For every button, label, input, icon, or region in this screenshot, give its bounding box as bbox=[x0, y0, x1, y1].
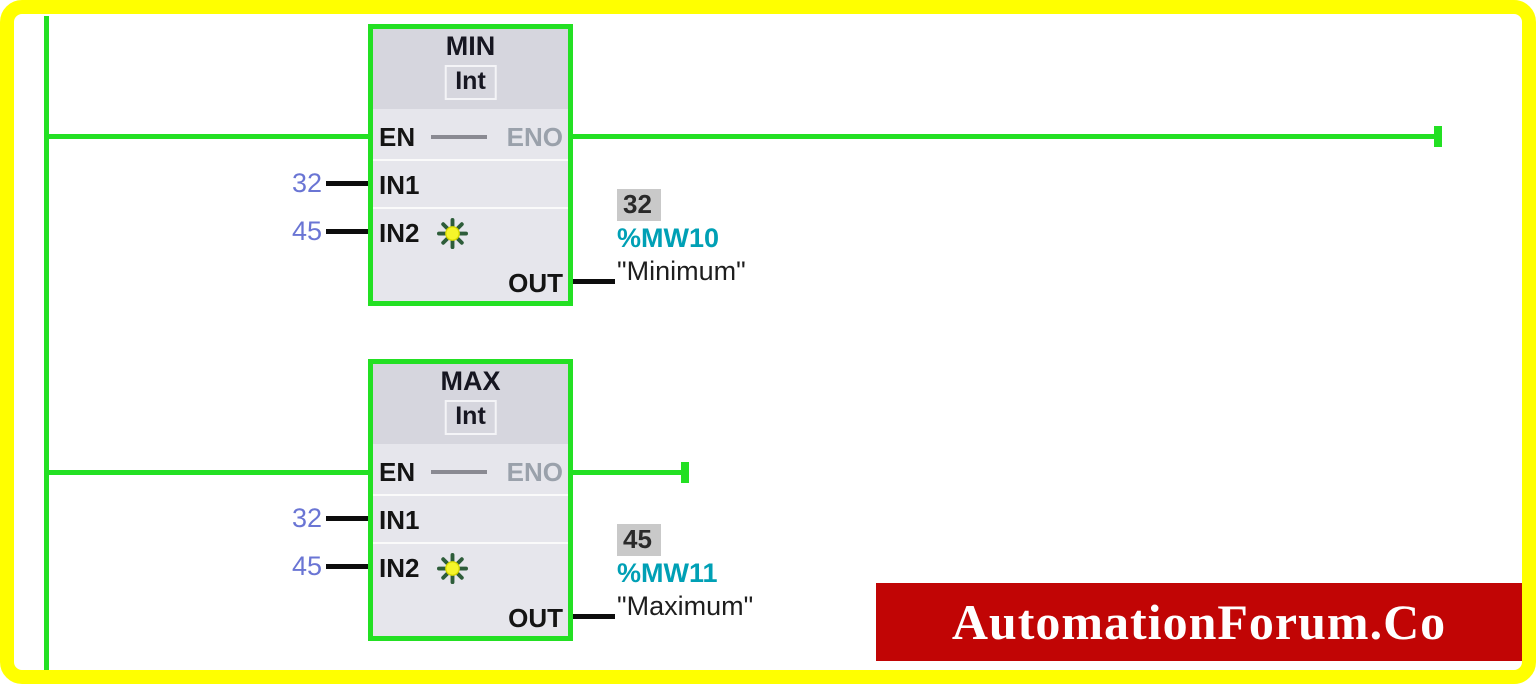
min-row-separator-2 bbox=[373, 207, 568, 209]
min-out-operand[interactable]: 32 %MW10 "Minimum" bbox=[617, 189, 746, 287]
min-row-en: EN ENO bbox=[373, 119, 568, 155]
max-out-symbol[interactable]: "Maximum" bbox=[617, 591, 754, 621]
min-out-address[interactable]: %MW10 bbox=[617, 223, 720, 253]
wire-min-eno bbox=[573, 134, 1437, 139]
power-rail bbox=[44, 16, 49, 672]
wire-min-en bbox=[44, 134, 368, 139]
wire-max-en bbox=[44, 470, 368, 475]
max-type-dropdown[interactable]: Int bbox=[444, 400, 497, 435]
wire-min-end-tick bbox=[1434, 126, 1442, 147]
max-in2-value[interactable]: 45 bbox=[291, 551, 322, 581]
min-pin-eno[interactable]: ENO bbox=[506, 122, 563, 152]
max-row-separator-2 bbox=[373, 542, 568, 544]
max-row-in2: IN2 bbox=[373, 550, 568, 586]
max-pin-in1[interactable]: IN1 bbox=[379, 505, 420, 535]
min-row-in1: IN1 bbox=[373, 167, 568, 203]
min-pin-en[interactable]: EN bbox=[379, 122, 416, 152]
min-syntax-star-icon bbox=[437, 218, 468, 249]
min-type-dropdown[interactable]: Int bbox=[444, 65, 497, 100]
stub-min-in2 bbox=[326, 229, 368, 234]
min-out-symbol[interactable]: "Minimum" bbox=[617, 256, 746, 286]
max-syntax-star-icon bbox=[437, 553, 468, 584]
max-pin-en[interactable]: EN bbox=[379, 457, 416, 487]
max-out-address[interactable]: %MW11 bbox=[617, 558, 718, 588]
min-row-in2: IN2 bbox=[373, 215, 568, 251]
max-pin-in2[interactable]: IN2 bbox=[379, 553, 420, 583]
watermark-banner: AutomationForum.Co bbox=[876, 583, 1522, 661]
stub-max-out bbox=[573, 614, 615, 619]
max-block-title: MAX bbox=[440, 366, 501, 396]
max-function-block[interactable]: MAX Int EN ENO IN1 IN2 OUT bbox=[368, 359, 573, 641]
max-pin-out[interactable]: OUT bbox=[508, 603, 563, 633]
min-in1-value[interactable]: 32 bbox=[291, 168, 322, 198]
min-pin-out[interactable]: OUT bbox=[508, 268, 563, 298]
stub-min-in1 bbox=[326, 181, 368, 186]
max-row-separator-1 bbox=[373, 494, 568, 496]
min-row-out: OUT bbox=[373, 265, 568, 301]
min-out-monitor-value: 32 bbox=[617, 189, 661, 221]
wire-max-eno bbox=[573, 470, 684, 475]
min-block-title: MIN bbox=[445, 31, 496, 61]
max-out-monitor-value: 45 bbox=[617, 524, 661, 556]
max-row-in1: IN1 bbox=[373, 502, 568, 538]
wire-max-end-tick bbox=[681, 462, 689, 483]
stub-min-out bbox=[573, 279, 615, 284]
min-pin-in1[interactable]: IN1 bbox=[379, 170, 420, 200]
max-row-en: EN ENO bbox=[373, 454, 568, 490]
min-row-separator-1 bbox=[373, 159, 568, 161]
max-row-out: OUT bbox=[373, 600, 568, 636]
max-pin-eno[interactable]: ENO bbox=[506, 457, 563, 487]
max-in1-value[interactable]: 32 bbox=[291, 503, 322, 533]
min-function-block[interactable]: MIN Int EN ENO IN1 IN2 OUT bbox=[368, 24, 573, 306]
max-out-operand[interactable]: 45 %MW11 "Maximum" bbox=[617, 524, 753, 622]
stub-max-in1 bbox=[326, 516, 368, 521]
min-en-eno-dash bbox=[431, 135, 487, 139]
max-en-eno-dash bbox=[431, 470, 487, 474]
min-pin-in2[interactable]: IN2 bbox=[379, 218, 420, 248]
stub-max-in2 bbox=[326, 564, 368, 569]
min-in2-value[interactable]: 45 bbox=[291, 216, 322, 246]
watermark-text: AutomationForum.Co bbox=[951, 594, 1447, 650]
